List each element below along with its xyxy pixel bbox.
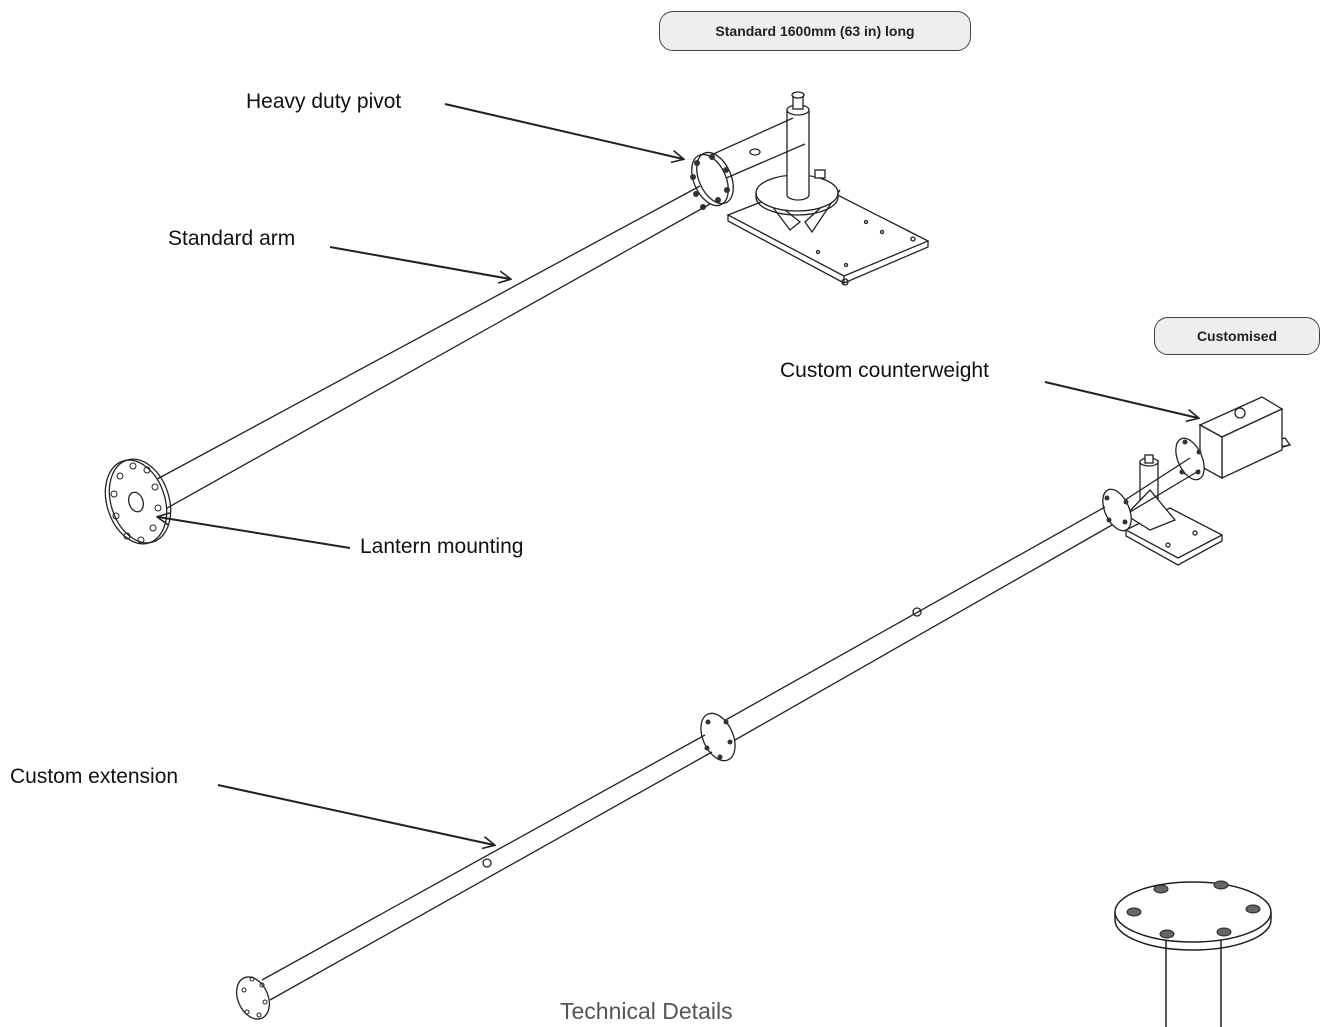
pole-top-plate bbox=[1114, 880, 1272, 1027]
standard-arm-label: Standard arm bbox=[168, 227, 296, 250]
pivot-flange bbox=[691, 153, 729, 207]
heavy-duty-pivot-label: Heavy duty pivot bbox=[246, 90, 402, 113]
standard-length-badge: Standard 1600mm (63 in) long bbox=[659, 11, 971, 51]
custom-assembly bbox=[235, 396, 1292, 1020]
extension-arrow bbox=[217, 784, 494, 845]
customised-badge: Customised bbox=[1154, 317, 1320, 355]
extension-flange bbox=[700, 712, 736, 762]
pivot-post bbox=[786, 110, 810, 201]
counterweight-arrow bbox=[1044, 381, 1198, 418]
custom-extension-label: Custom extension bbox=[10, 765, 179, 788]
lantern-mounting-label: Lantern mounting bbox=[360, 535, 524, 558]
standard-arm-tube bbox=[147, 185, 701, 485]
arm-arrow bbox=[329, 246, 510, 279]
custom-extension-tube bbox=[261, 734, 706, 981]
technical-details-heading: Technical Details bbox=[560, 998, 733, 1024]
custom-counterweight-label: Custom counterweight bbox=[780, 359, 989, 382]
lantern-arrow bbox=[158, 517, 351, 549]
standard-assembly bbox=[104, 91, 930, 545]
pivot-arrow bbox=[444, 103, 683, 159]
custom-lantern-plate bbox=[235, 976, 271, 1020]
